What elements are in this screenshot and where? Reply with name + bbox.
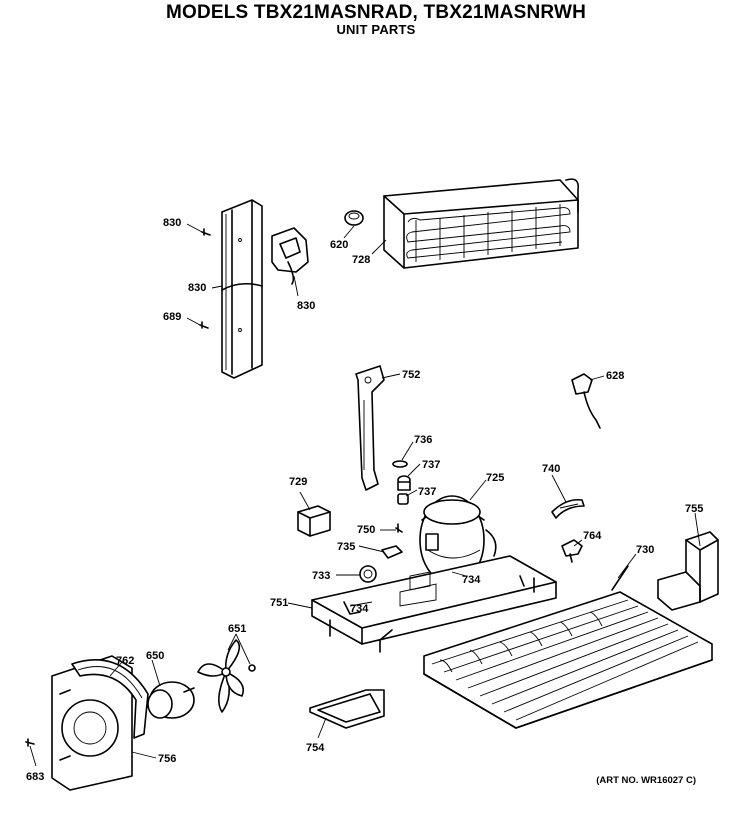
clamp-764-part [561, 539, 583, 563]
overload-733-part [359, 565, 377, 583]
callout-830-b: 830 [188, 282, 206, 294]
callout-683: 683 [26, 771, 44, 783]
drain-pan-754-part [309, 689, 385, 729]
cover-735-part [381, 545, 403, 559]
relay-729-part [297, 505, 331, 537]
fan-motor-650-part [147, 681, 195, 719]
page-title: MODELS TBX21MASNRAD, TBX21MASNRWH [165, 2, 587, 23]
callout-751: 751 [270, 597, 288, 609]
insulation-762-part [71, 659, 149, 739]
callout-737-b: 737 [418, 486, 436, 498]
callout-750: 750 [357, 524, 375, 536]
wire-628-part [571, 373, 601, 429]
clip-740-part [551, 498, 585, 519]
callout-650: 650 [146, 650, 164, 662]
fan-shroud-756-part [51, 655, 133, 791]
callout-labels: 830 830 830 689 620 728 752 628 736 737 … [26, 217, 703, 783]
callout-725: 725 [486, 472, 504, 484]
screw-830-part [201, 228, 211, 236]
screw-683-part [25, 738, 35, 747]
callout-740: 740 [542, 463, 560, 475]
callout-830-a: 830 [163, 217, 181, 229]
callout-735: 735 [337, 541, 355, 553]
screw-750-part [395, 523, 403, 533]
callout-755: 755 [685, 503, 703, 515]
bracket-752-part [355, 365, 385, 491]
callout-764: 764 [583, 530, 602, 542]
duct-channel-part [221, 199, 263, 379]
callout-752: 752 [402, 369, 420, 381]
condenser-coil-730-part [423, 565, 713, 729]
screw-689-part [199, 321, 209, 329]
callout-756: 756 [158, 753, 176, 765]
callout-729: 729 [289, 476, 307, 488]
callout-651: 651 [228, 623, 246, 635]
grommet-736-part [392, 460, 408, 468]
callout-734-b: 734 [350, 603, 369, 615]
callout-733: 733 [312, 570, 330, 582]
callout-734-a: 734 [462, 574, 481, 586]
bracket-830-part [271, 227, 309, 285]
page-subtitle: UNIT PARTS [336, 22, 416, 37]
callout-689: 689 [163, 311, 181, 323]
callout-830-c: 830 [297, 300, 315, 312]
art-number: (ART NO. WR16027 C) [596, 775, 696, 786]
grommet-737-part [397, 475, 411, 491]
fan-blade-651-part [197, 639, 256, 713]
callout-754: 754 [306, 742, 325, 754]
base-tray-751-part [311, 555, 557, 653]
callout-730: 730 [636, 544, 654, 556]
grommet-737b-part [397, 493, 409, 505]
callout-736: 736 [414, 434, 432, 446]
callout-728: 728 [352, 254, 370, 266]
callout-628: 628 [606, 370, 624, 382]
evaporator-728-part [383, 178, 580, 269]
callout-762: 762 [116, 655, 134, 667]
callout-leaders [29, 223, 701, 767]
callout-737-a: 737 [422, 459, 440, 471]
bracket-755-part [657, 531, 719, 611]
callout-620: 620 [330, 239, 348, 251]
knob-620-part [344, 210, 364, 226]
